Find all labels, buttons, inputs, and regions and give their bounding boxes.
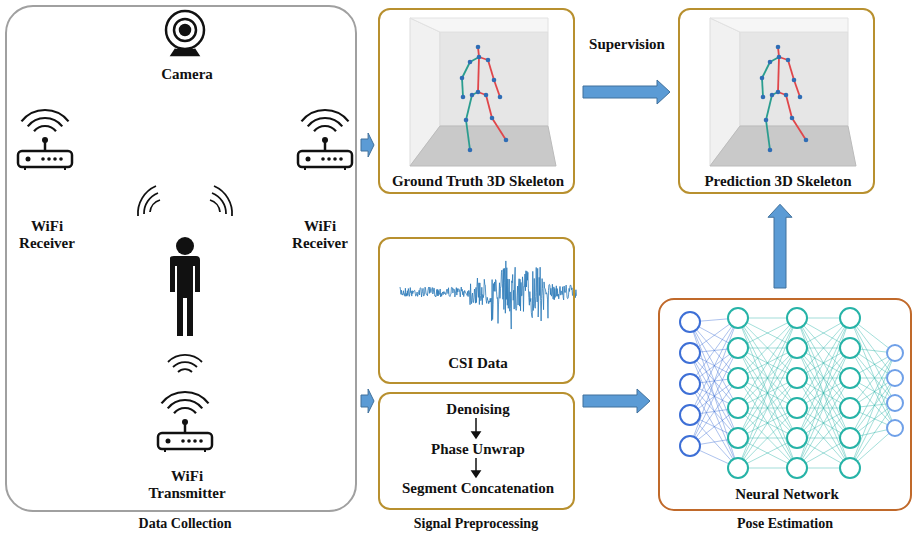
section-caption: Data Collection	[139, 516, 232, 532]
box-title: Ground Truth 3D Skeleton	[392, 173, 564, 190]
device-label: WiFi Receiver	[285, 218, 355, 253]
section-caption: Signal Preprocessing	[414, 516, 538, 532]
person-icon	[170, 237, 200, 336]
network-box: Neural Network	[658, 298, 912, 511]
flow-arrow	[361, 389, 374, 413]
skeleton-box: Ground Truth 3D Skeleton	[378, 8, 575, 194]
camera-icon	[166, 11, 204, 55]
csi-box: CSI Data	[378, 237, 575, 384]
box-title: Denoising	[446, 401, 509, 418]
signal-waves	[138, 186, 232, 372]
panel-box: CameraWiFi Receiver WiFi ReceiverWiFi Tra…	[5, 5, 357, 512]
edge-label: Supervision	[587, 36, 667, 53]
skeleton-figure	[410, 18, 556, 166]
section-caption: Pose Estimation	[737, 516, 833, 532]
flow-arrow	[583, 389, 650, 413]
skeleton-box: Prediction 3D Skeleton	[678, 8, 875, 194]
box-title: Camera	[161, 66, 213, 83]
flow-arrow	[361, 133, 374, 157]
box-title: CSI Data	[448, 355, 508, 372]
preprocessing-box: DenoisingPhase UnwrapSegment Concatenati…	[378, 392, 575, 510]
box-title: Segment Concatenation	[402, 480, 554, 497]
neural-network-graphic	[680, 308, 903, 478]
device-label: WiFi Receiver	[12, 218, 82, 253]
wifi-router-icons	[18, 110, 352, 452]
flow-arrow	[583, 80, 670, 104]
flow-arrow	[768, 204, 792, 288]
device-label: WiFi Transmitter	[142, 468, 232, 503]
box-title: Neural Network	[735, 486, 839, 503]
skeleton-figure	[710, 18, 856, 166]
box-title: Phase Unwrap	[431, 441, 525, 458]
csi-waveform	[400, 261, 576, 329]
box-title: Prediction 3D Skeleton	[704, 173, 851, 190]
